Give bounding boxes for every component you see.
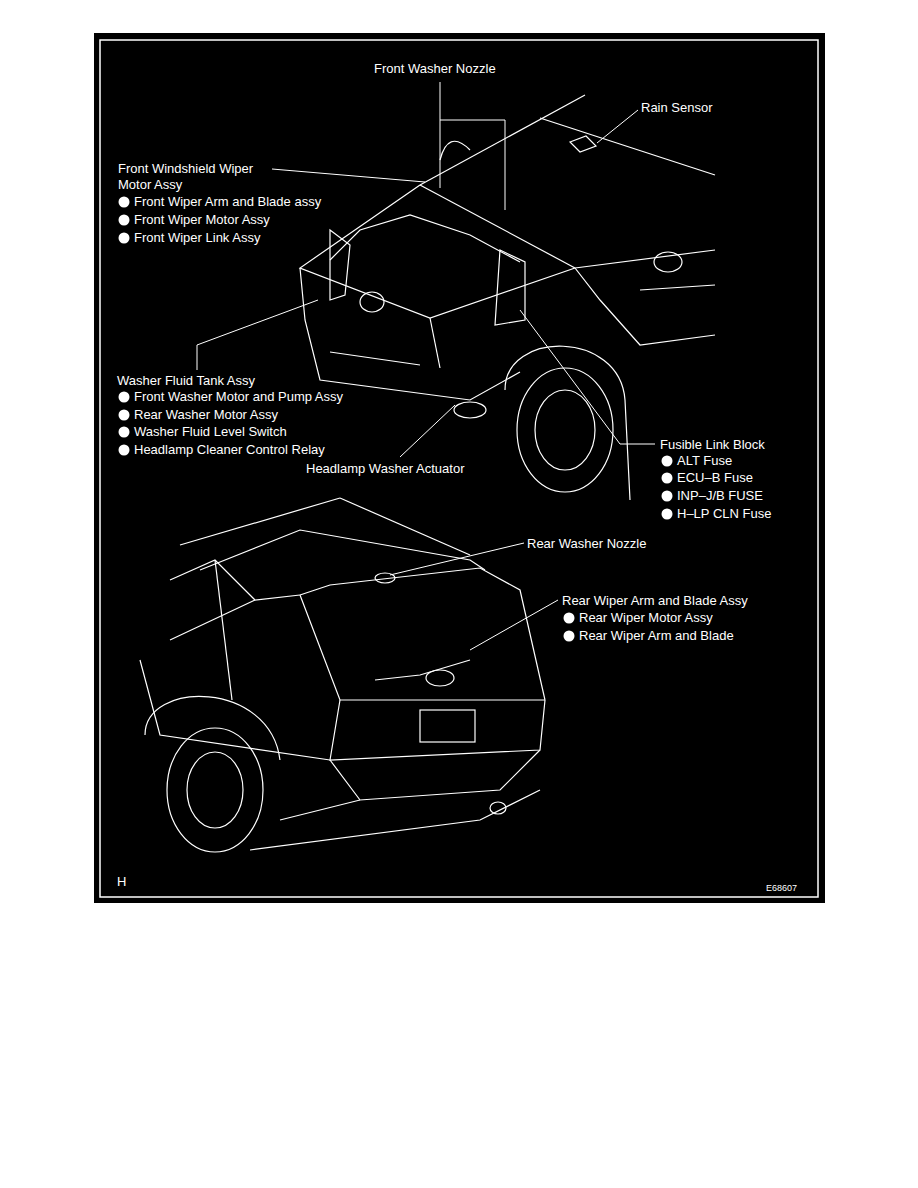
- bullet-symbols: [119, 197, 673, 642]
- part-label: H–LP CLN Fuse: [677, 506, 771, 522]
- leader-lines: [197, 82, 655, 650]
- part-label: Front Washer Nozzle: [374, 61, 496, 77]
- part-label: Front Wiper Motor Assy: [134, 212, 270, 228]
- rear-vehicle: [140, 498, 545, 852]
- part-label: Headlamp Cleaner Control Relay: [134, 442, 325, 458]
- part-label: Rear Wiper Arm and Blade: [579, 628, 734, 644]
- part-label: E68607: [766, 880, 797, 896]
- part-label: Headlamp Washer Actuator: [306, 461, 464, 477]
- part-label: Rear Washer Nozzle: [527, 536, 646, 552]
- part-label: Front Windshield Wiper Motor Assy: [118, 161, 270, 193]
- part-label: H: [117, 874, 126, 890]
- part-label: ECU–B Fuse: [677, 470, 753, 486]
- part-label: Front Washer Motor and Pump Assy: [134, 389, 343, 405]
- part-label: Front Wiper Link Assy: [134, 230, 260, 246]
- panel-border: [100, 40, 818, 897]
- part-label: Washer Fluid Tank Assy: [117, 373, 255, 389]
- front-vehicle: [300, 95, 715, 500]
- part-label: Washer Fluid Level Switch: [134, 424, 287, 440]
- part-label: Front Wiper Arm and Blade assy: [134, 194, 321, 210]
- part-label: ALT Fuse: [677, 453, 732, 469]
- part-label: Fusible Link Block: [660, 437, 765, 453]
- part-label: INP–J/B FUSE: [677, 488, 763, 504]
- part-label: Rear Washer Motor Assy: [134, 407, 278, 423]
- part-label: Rain Sensor: [641, 100, 713, 116]
- part-label: Rear Wiper Motor Assy: [579, 610, 713, 626]
- panel: [94, 33, 825, 903]
- part-label: Rear Wiper Arm and Blade Assy: [562, 593, 748, 609]
